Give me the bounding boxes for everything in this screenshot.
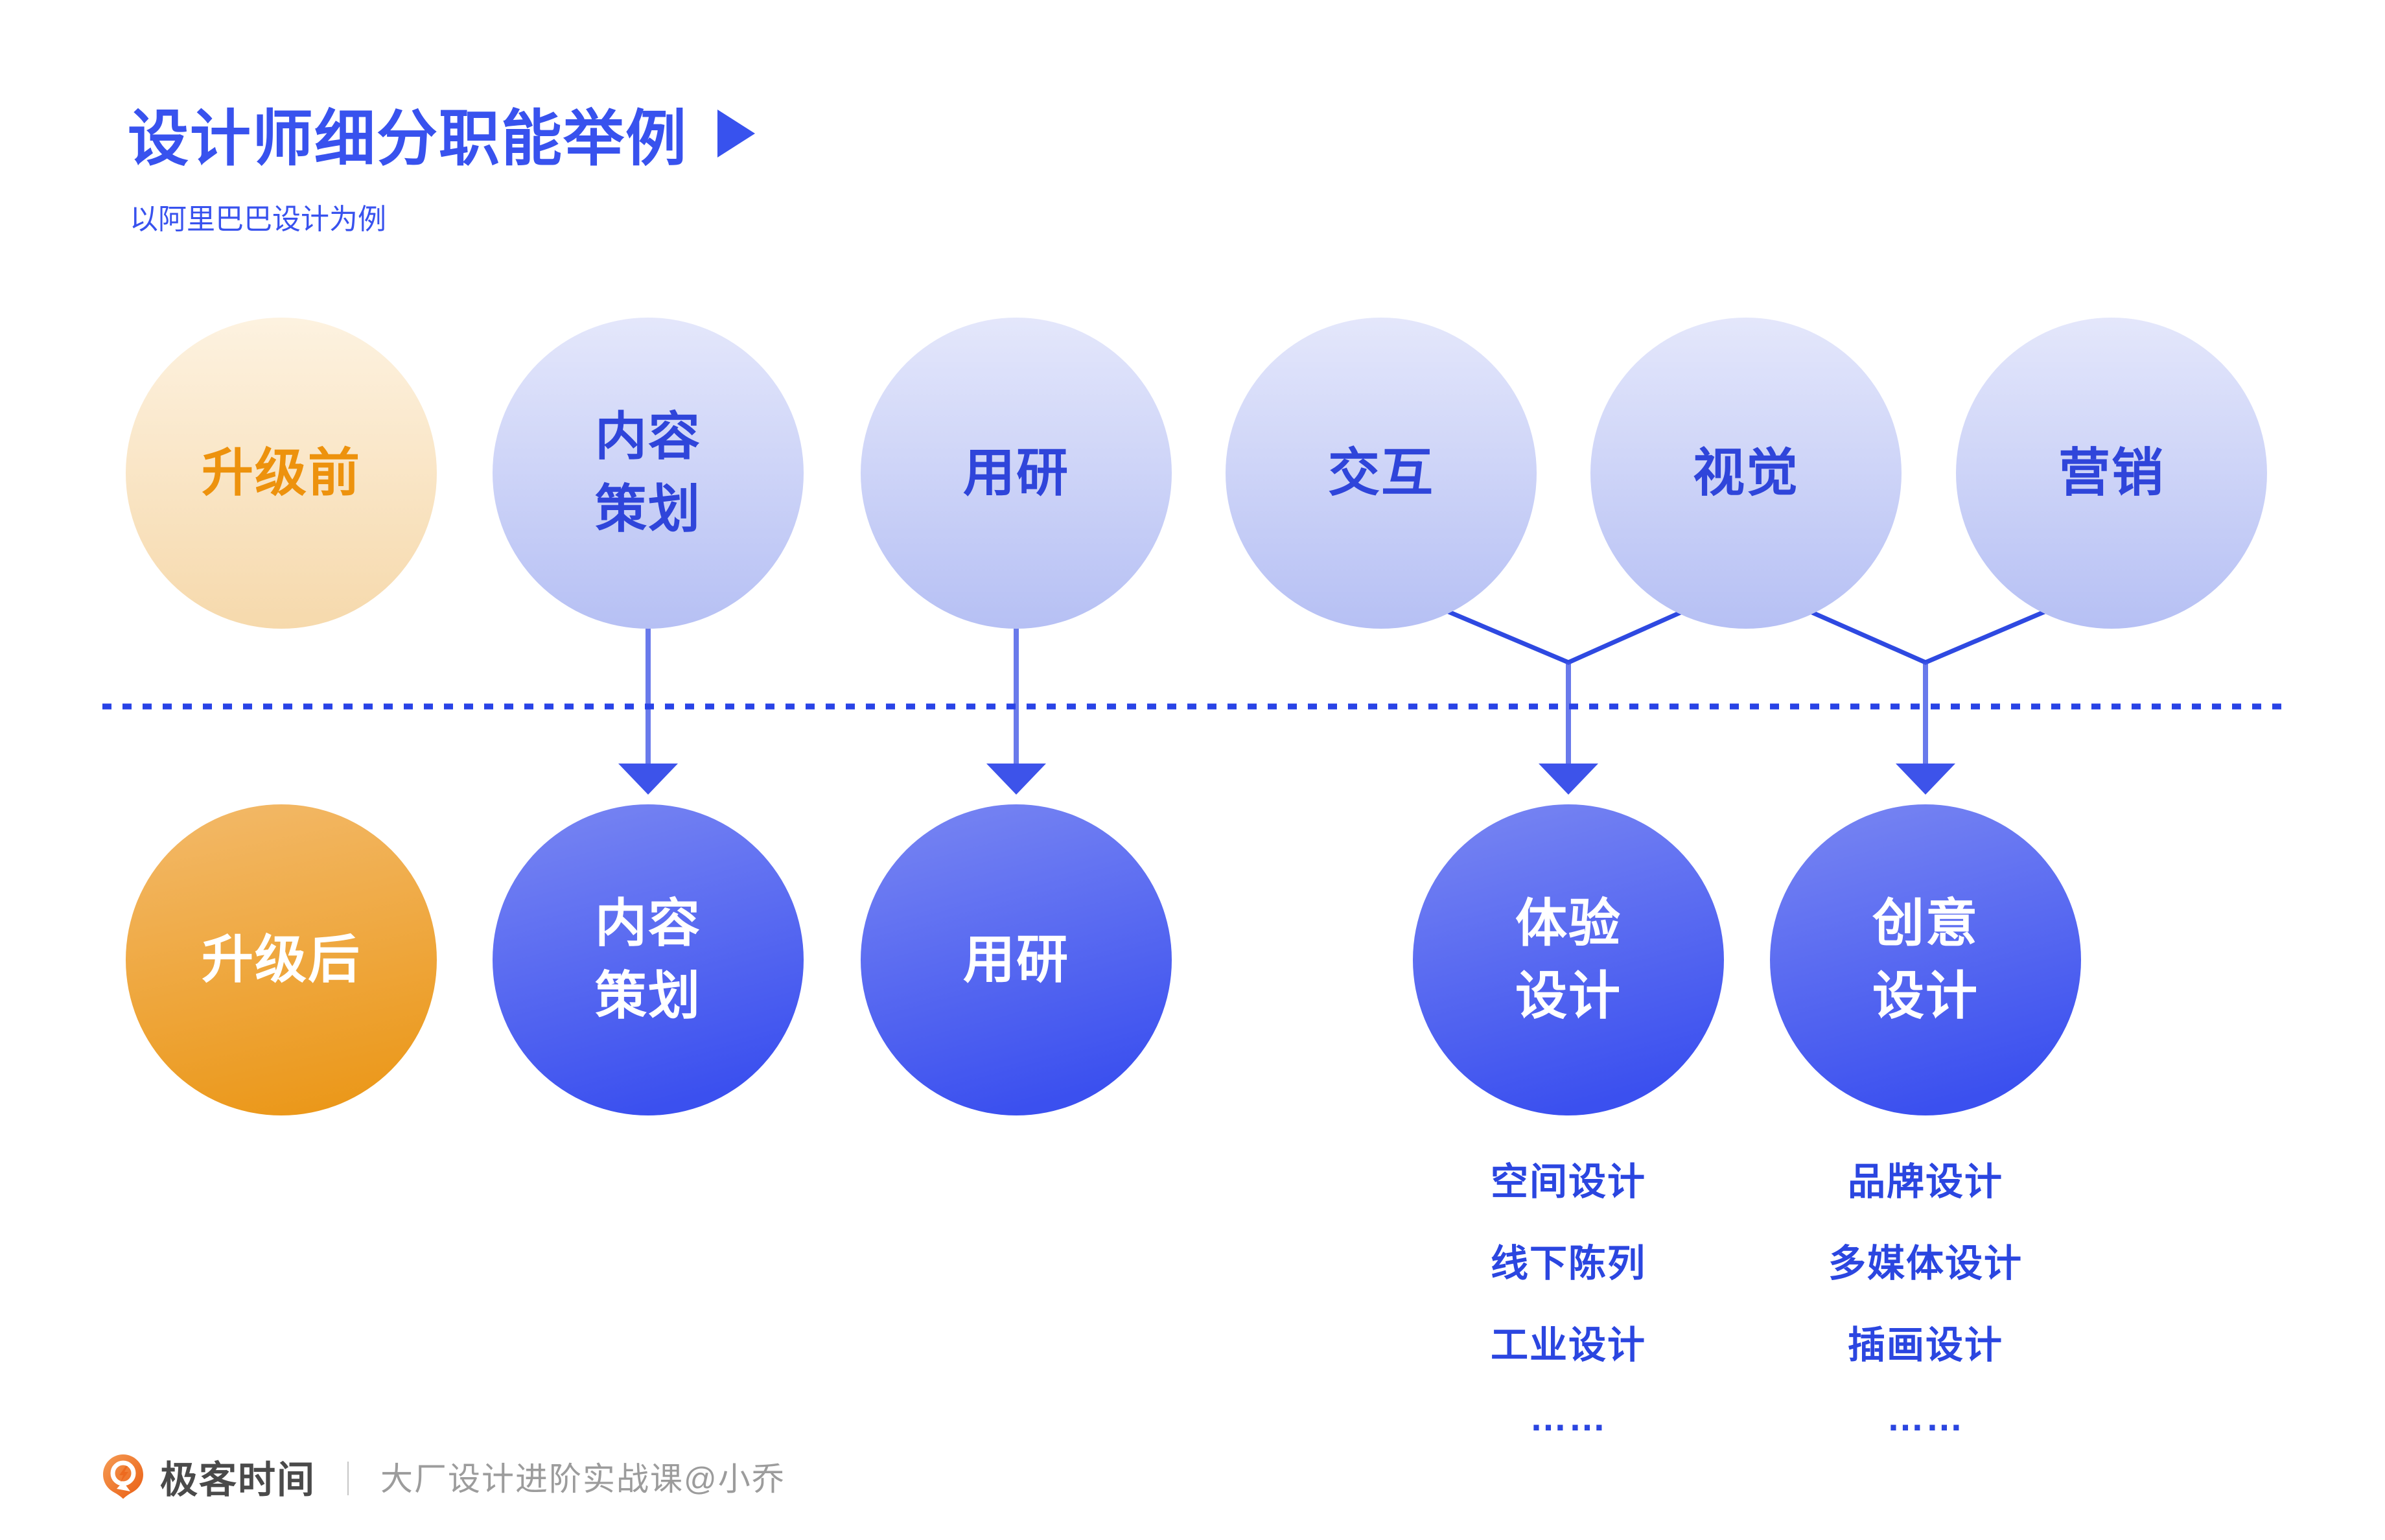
after-label-text: 升级后 bbox=[202, 931, 361, 988]
arrowhead-research-icon bbox=[986, 764, 1046, 795]
page-title: 设计师细分职能举例 bbox=[128, 104, 688, 172]
circle-before-visual: 视觉 bbox=[1590, 318, 1902, 629]
footer: 极客时间 ｜ 大厂设计进阶实战课@小乔 bbox=[102, 1449, 785, 1504]
circle-before-marketing: 营销 bbox=[1956, 318, 2267, 629]
circle-after-content-planning: 内容 策划 bbox=[493, 804, 804, 1115]
list-item: 多媒体设计 bbox=[1828, 1242, 2023, 1285]
play-triangle-icon bbox=[717, 110, 756, 158]
circle-before-user-research: 用研 bbox=[861, 318, 1172, 629]
circle-before-content-planning: 内容 策划 bbox=[493, 318, 804, 629]
arrowhead-creative-icon bbox=[1896, 764, 1955, 795]
creative-design-sublist: 品牌设计 多媒体设计 插画设计 …… bbox=[1725, 1151, 2126, 1440]
footer-separator: ｜ bbox=[331, 1461, 366, 1499]
circle-before-interaction: 交互 bbox=[1226, 318, 1537, 629]
list-item: 线下陈列 bbox=[1490, 1242, 1646, 1285]
circle-after-label: 升级后 bbox=[126, 804, 437, 1115]
experience-design-sublist: 空间设计 线下陈列 工业设计 …… bbox=[1367, 1151, 1769, 1440]
arrowhead-experience-icon bbox=[1539, 764, 1598, 795]
list-item: 品牌设计 bbox=[1847, 1161, 2003, 1203]
list-item: 工业设计 bbox=[1490, 1324, 1646, 1366]
circle-after-user-research: 用研 bbox=[861, 804, 1172, 1115]
list-item: 空间设计 bbox=[1490, 1161, 1646, 1203]
list-item-ellipsis: …… bbox=[1887, 1397, 1964, 1439]
list-item-ellipsis: …… bbox=[1530, 1397, 1607, 1439]
geektime-logo-icon bbox=[103, 1454, 143, 1499]
circle-before-label: 升级前 bbox=[126, 318, 437, 629]
circle-after-creative-design: 创意 设计 bbox=[1770, 804, 2081, 1115]
page-subtitle: 以阿里巴巴设计为例 bbox=[130, 204, 386, 235]
footer-brand: 极客时间 bbox=[160, 1459, 316, 1501]
arrowhead-content-icon bbox=[618, 764, 678, 795]
circle-after-experience-design: 体验 设计 bbox=[1413, 804, 1724, 1115]
before-label-text: 升级前 bbox=[202, 444, 361, 502]
header: 设计师细分职能举例 bbox=[128, 89, 756, 178]
list-item: 插画设计 bbox=[1847, 1324, 2003, 1366]
footer-course-credit: 大厂设计进阶实战课@小乔 bbox=[380, 1461, 785, 1497]
